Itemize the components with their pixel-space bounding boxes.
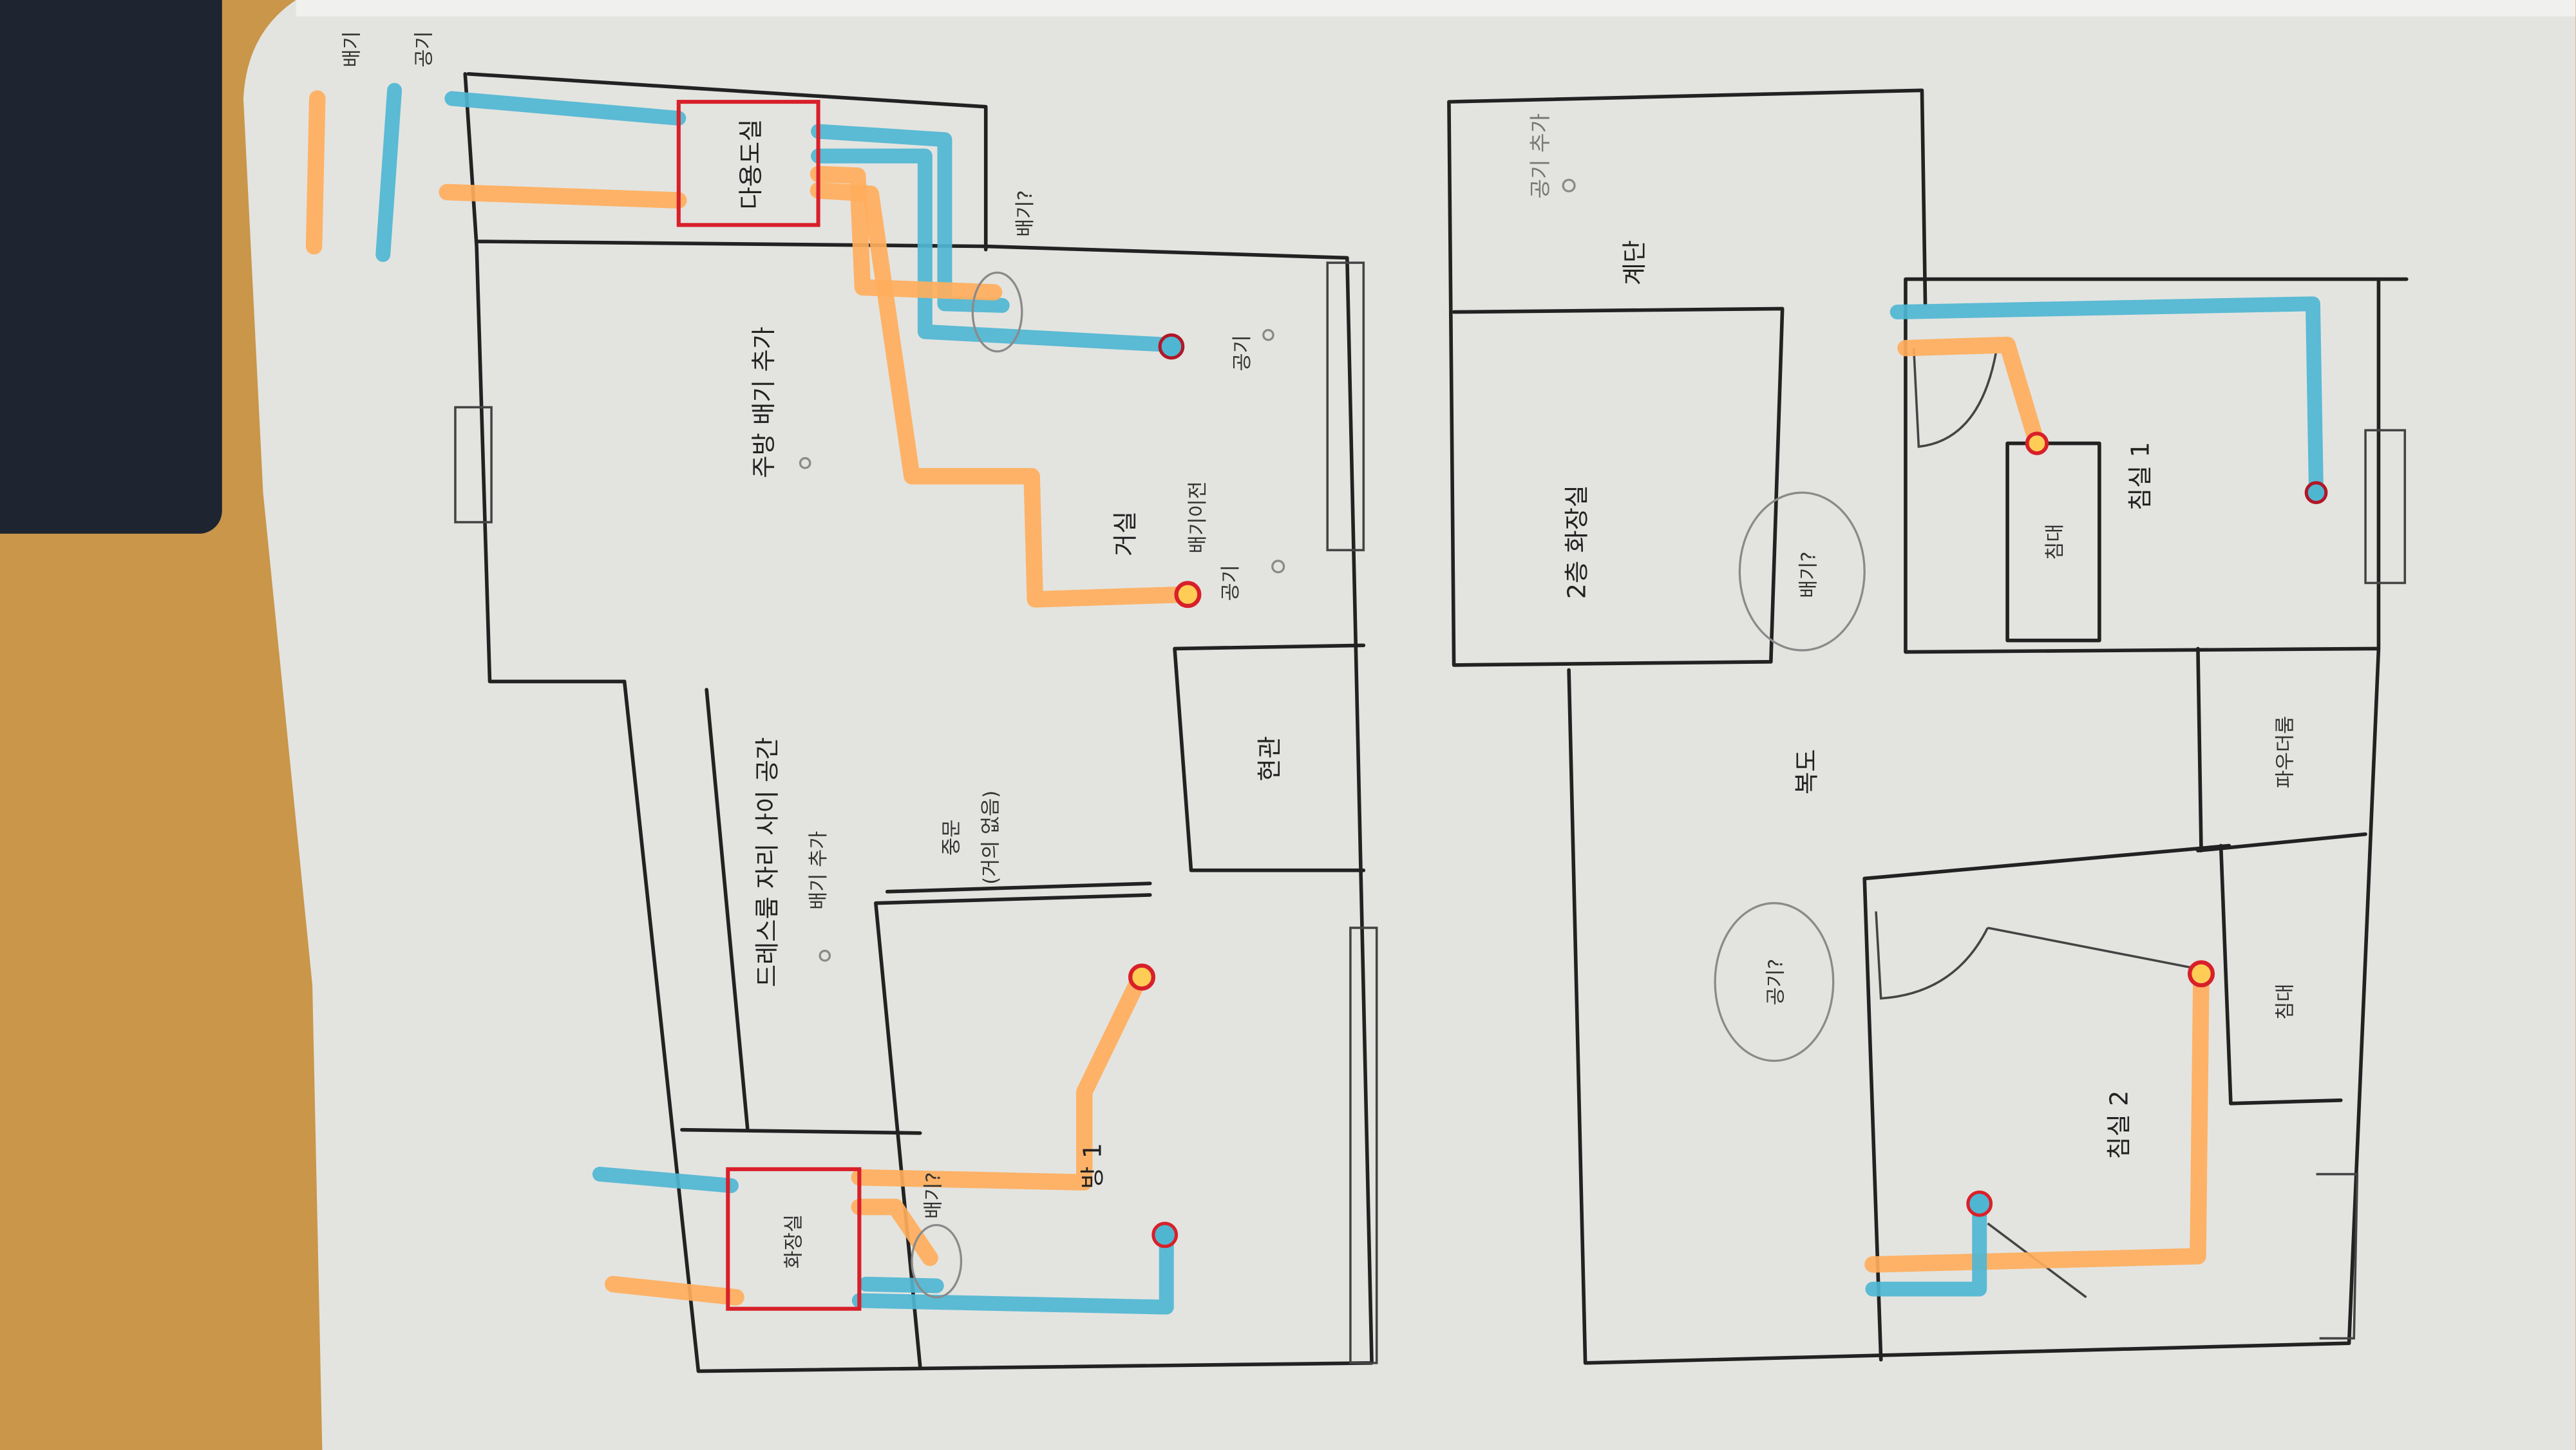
planned-vent-dot — [1262, 328, 1274, 341]
door-bedroom2 — [1875, 911, 2199, 1000]
label-stairs: 계단 — [1620, 240, 1649, 285]
floor-2-interior-walls — [1862, 646, 2367, 1362]
floor-1-walls — [463, 71, 1374, 1373]
label-partition: 중문 — [940, 820, 963, 856]
label-living: 거실 — [1111, 511, 1140, 556]
window-left — [454, 406, 493, 523]
supply-duct-bathroom — [858, 1276, 944, 1294]
label-room1: 방 1 — [1078, 1143, 1107, 1189]
floor-1-plan: 다용도실 배기? 주방 배기 추가 거실 배기이전 공기 공기 드레스룸 자리 … — [439, 71, 1378, 1373]
label-supply-note: 공기 — [1231, 335, 1254, 371]
exhaust-duct-bedroom1 — [1897, 336, 2045, 452]
exhaust-question-circle — [971, 271, 1023, 353]
entrance-box — [1173, 643, 1366, 872]
exhaust-duct-utility-out — [439, 184, 687, 209]
supply-duct-bedroom1 — [1889, 296, 2324, 500]
exhaust-duct-kitchen — [810, 165, 1003, 301]
legend-supply-label: 공기 — [413, 31, 436, 67]
label-bathroom: 화장실 — [783, 1214, 806, 1268]
label-bathroom-exhaust-q: 배기? — [922, 1172, 945, 1219]
label-supply-add: 공기 추가 — [1528, 113, 1553, 198]
label-bedroom2: 침실 2 — [2105, 1091, 2134, 1160]
label-supply-q: 공기? — [1765, 959, 1788, 1006]
planned-vent-dot — [1271, 560, 1285, 574]
utility-room-unit-box — [676, 100, 820, 227]
supply-duct-bedroom2 — [1865, 1200, 1987, 1297]
label-kitchen: 주방 배기 추가 — [750, 326, 779, 478]
exhaust-vent-marker — [2187, 960, 2215, 988]
label-living-supply: 공기 — [1220, 565, 1242, 601]
next-page-edge — [296, 0, 2576, 17]
label-bedroom1: 침실 1 — [2126, 442, 2155, 511]
vent-markers — [799, 328, 1285, 1248]
notebook-page — [243, 0, 2576, 1450]
label-exhaust-q: 배기? — [1798, 551, 1821, 598]
label-utility-room: 다용도실 — [737, 119, 766, 210]
legend: 배기 공기 — [305, 31, 436, 262]
supply-vent-marker — [1151, 1221, 1179, 1248]
planned-vent-dot — [1562, 178, 1576, 193]
supply-question-circle — [1714, 902, 1835, 1062]
label-bathroom2: 2층 화장실 — [1563, 485, 1592, 599]
door-bedroom1 — [1912, 348, 1997, 448]
window-right-top — [1326, 261, 1365, 552]
planned-vent-dot — [799, 457, 811, 469]
bathroom-unit-box — [726, 1167, 862, 1311]
laptop — [0, 0, 222, 534]
floor-2-walls — [1567, 277, 2409, 1365]
supply-duct-room1 — [851, 1230, 1174, 1315]
label-dressing-add: 배기 추가 — [808, 831, 830, 910]
window-right-bottom — [1349, 927, 1378, 1364]
label-entrance: 현관 — [1256, 736, 1285, 781]
closet — [2316, 1172, 2359, 1340]
legend-exhaust-swatch — [305, 90, 326, 255]
legend-exhaust-label: 배기 — [341, 31, 363, 67]
exhaust-duct-bathroom-out — [605, 1276, 744, 1306]
label-hallway: 복도 — [1793, 749, 1822, 794]
exhaust-vent-marker — [1128, 963, 1156, 991]
label-living-move: 배기이전 — [1187, 481, 1209, 554]
supply-vent-marker — [2304, 481, 2328, 504]
planned-vent-dot — [819, 950, 831, 962]
exhaust-vent-marker — [1174, 581, 1202, 608]
supply-vent-marker — [1158, 333, 1185, 360]
floor-2-upper-walls — [1447, 88, 1927, 667]
label-utility-exhaust-q: 배기? — [1014, 190, 1037, 237]
exhaust-duct-living — [810, 182, 1195, 608]
label-partition-note: (거의 없음) — [980, 791, 1003, 885]
exhaust-question-circle — [1738, 491, 1866, 652]
exhaust-vent-marker — [2025, 431, 2049, 455]
label-dressing: 드레스룸 자리 사이 공간 — [753, 737, 782, 987]
window-bedroom1 — [2364, 429, 2407, 585]
supply-duct-bathroom-in — [592, 1167, 739, 1193]
floor-2-plan: 공기 추가 계단 2층 화장실 배기? 복도 침실 1 침대 파우더룸 침대 침… — [1447, 88, 2409, 1365]
label-powder-room: 파우더룸 — [2274, 716, 2297, 789]
label-bed2: 침대 — [2274, 984, 2297, 1020]
supply-duct-utility-in — [444, 91, 687, 126]
bed-1 — [2005, 441, 2101, 643]
exhaust-duct-room1 — [851, 972, 1147, 1191]
legend-supply-swatch — [375, 82, 402, 262]
supply-duct-living — [811, 148, 1177, 353]
exhaust-duct-bathroom — [851, 1198, 938, 1266]
floor-1-interior-walls — [680, 688, 1152, 1368]
bathroom-exhaust-circle — [911, 1223, 963, 1299]
label-bed1: 침대 — [2044, 523, 2067, 560]
supply-vent-marker — [1966, 1191, 1993, 1217]
